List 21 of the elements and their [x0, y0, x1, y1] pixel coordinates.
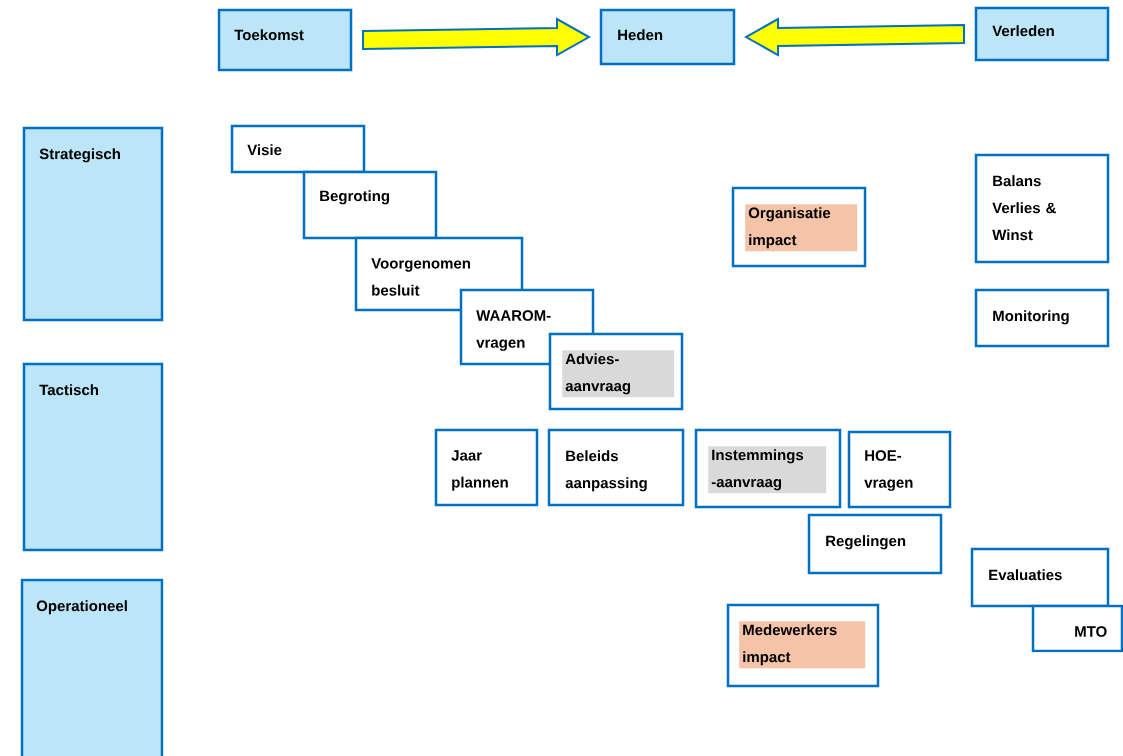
block-arrow — [743, 17, 965, 57]
process-box: HOE-vragen — [847, 430, 952, 509]
block-arrow — [362, 17, 592, 57]
process-box: Beleids aanpassing — [547, 428, 685, 507]
level-box: Operationeel — [20, 578, 164, 756]
level-box: Tactisch — [22, 362, 164, 552]
process-box: Monitoring — [974, 288, 1110, 348]
process-box: Begroting — [302, 170, 438, 240]
process-box: MTO — [1031, 604, 1123, 653]
process-box: Instemmings -aanvraag — [694, 428, 842, 509]
heading-box: Verleden — [974, 6, 1110, 62]
process-box: Advies-aanvraag — [548, 332, 684, 411]
heading-box: Heden — [599, 8, 736, 66]
process-box: Jaar plannen — [434, 428, 539, 507]
process-box: Organisatie impact — [731, 186, 867, 268]
heading-box: Toekomst — [217, 8, 353, 72]
process-box: Visie — [230, 124, 366, 174]
process-box: Regelingen — [807, 513, 943, 575]
process-box: Balans Verlies & Winst — [974, 153, 1110, 264]
process-box: Medewerkers impact — [726, 603, 880, 688]
level-box: Strategisch — [22, 126, 164, 322]
